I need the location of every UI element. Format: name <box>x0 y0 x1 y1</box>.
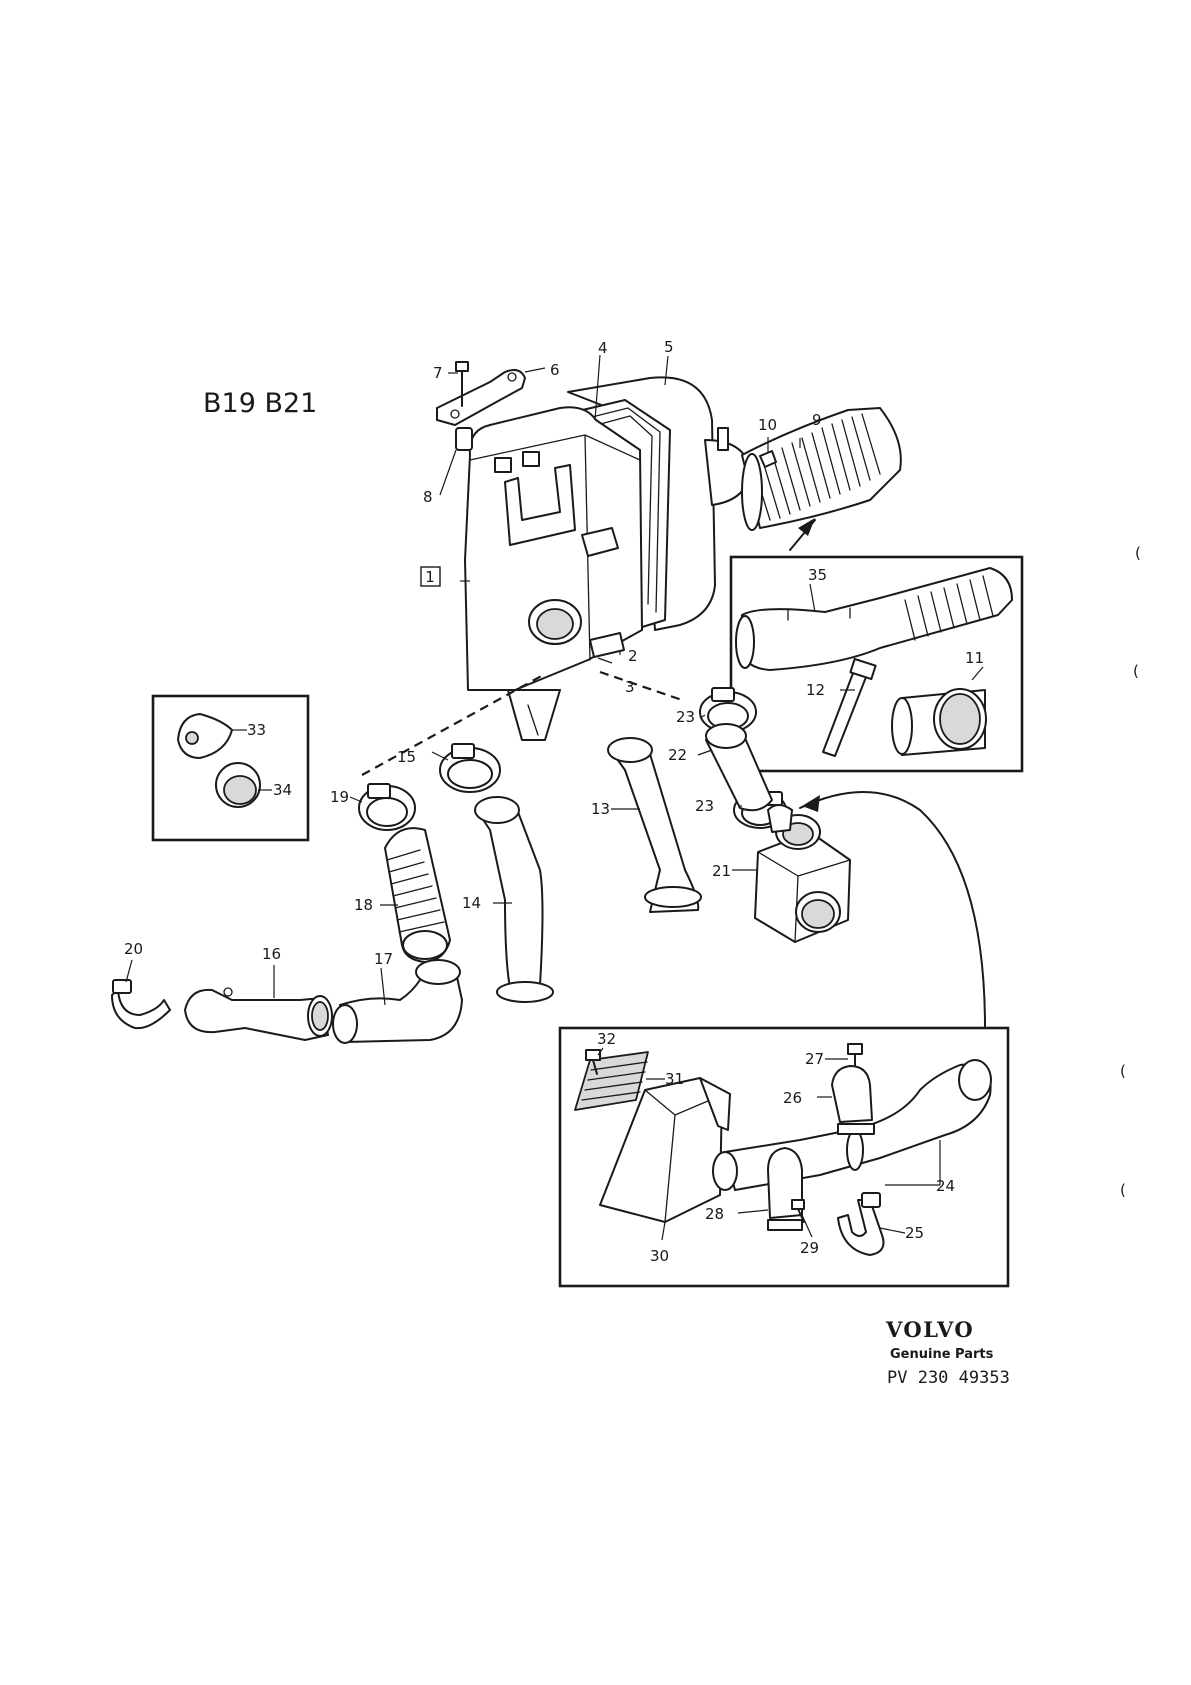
rubber-plug <box>177 713 233 759</box>
margin-mark-2: ( <box>1133 662 1139 680</box>
part-reference: PV 230 49353 <box>887 1368 1010 1388</box>
clamp-20 <box>111 979 171 1030</box>
housing-clip-upper <box>581 527 619 557</box>
callout-14: 14 <box>462 894 481 912</box>
callout-box-1 <box>420 566 441 587</box>
callout-13: 13 <box>591 800 610 818</box>
callout-26: 26 <box>783 1089 802 1107</box>
margin-mark-1: ( <box>1135 544 1141 562</box>
margin-mark-4: ( <box>1120 1181 1126 1199</box>
dashed-connection-left <box>361 673 546 776</box>
mounting-bolt <box>455 361 469 407</box>
elbow-hose-17 <box>332 959 463 1044</box>
callout-23-lower: 23 <box>695 797 714 815</box>
callout-8: 8 <box>423 488 433 506</box>
callout-22: 22 <box>668 746 687 764</box>
screw-27 <box>847 1043 863 1067</box>
callout-11: 11 <box>965 649 984 667</box>
clamp-25 <box>837 1192 885 1256</box>
housing-clip-lower <box>589 632 625 658</box>
callout-7: 7 <box>433 364 443 382</box>
callout-6: 6 <box>550 361 560 379</box>
volvo-logo: VOLVO <box>885 1317 974 1342</box>
callout-28: 28 <box>705 1205 724 1223</box>
spacer-sleeve <box>455 427 473 451</box>
callout-30: 30 <box>650 1247 669 1265</box>
callout-1: 1 <box>425 568 435 586</box>
hose-clamp-19 <box>358 783 416 831</box>
callout-25: 25 <box>905 1224 924 1242</box>
callout-21: 21 <box>712 862 731 880</box>
callout-24: 24 <box>936 1177 955 1195</box>
callout-9: 9 <box>812 411 822 429</box>
housing-stud-2 <box>522 451 540 467</box>
mounting-bracket <box>436 369 526 426</box>
intake-pipe-14 <box>474 796 554 1003</box>
engine-title: B19 B21 <box>203 388 317 419</box>
genuine-parts-label: Genuine Parts <box>890 1347 994 1362</box>
housing-nipple <box>717 427 729 451</box>
hose-22 <box>705 723 773 812</box>
housing-stud <box>494 457 512 473</box>
screw-32 <box>585 1049 601 1075</box>
callout-5: 5 <box>664 338 674 356</box>
screw-29 <box>791 1199 805 1223</box>
cable-tie <box>822 657 877 757</box>
callout-12: 12 <box>806 681 825 699</box>
hose-clamp <box>759 450 777 468</box>
callout-19: 19 <box>330 788 349 806</box>
hose-clamp-15 <box>439 743 501 793</box>
pointer-to-lower-inset <box>799 791 986 1029</box>
callout-31: 31 <box>665 1070 684 1088</box>
corrugated-hose-18 <box>384 827 451 963</box>
callout-18: 18 <box>354 896 373 914</box>
callout-15: 15 <box>397 748 416 766</box>
inset-intake-variant <box>729 555 1024 773</box>
intake-pipe-variant <box>735 567 1013 671</box>
callout-29: 29 <box>800 1239 819 1257</box>
callout-33: 33 <box>247 721 266 739</box>
corrugated-intake-hose <box>741 407 902 531</box>
inset-hot-air-system <box>558 1026 1010 1288</box>
hose-clip-26 <box>831 1065 875 1135</box>
air-cleaner-housing <box>464 376 751 741</box>
heat-shield-plate <box>574 1051 649 1111</box>
callout-35: 35 <box>808 566 827 584</box>
margin-mark-3: ( <box>1120 1062 1126 1080</box>
hose-clamp-23-upper <box>699 687 757 733</box>
callout-2: 2 <box>628 647 638 665</box>
callout-4: 4 <box>598 339 608 357</box>
dashed-connection-right <box>599 670 683 702</box>
callout-10: 10 <box>758 416 777 434</box>
hose-clip-28 <box>767 1147 803 1231</box>
callout-17: 17 <box>374 950 393 968</box>
callout-32: 32 <box>597 1030 616 1048</box>
callout-34: 34 <box>273 781 292 799</box>
callout-20: 20 <box>124 940 143 958</box>
housing-bracket <box>504 464 576 546</box>
heat-shield <box>599 1077 731 1223</box>
callout-16: 16 <box>262 945 281 963</box>
callout-23-upper: 23 <box>676 708 695 726</box>
rubber-sleeve <box>891 688 987 756</box>
grommet <box>215 762 261 808</box>
intake-pipe-13 <box>607 737 702 913</box>
preheater-valve <box>754 804 851 943</box>
callout-3: 3 <box>625 678 635 696</box>
intake-pipe-16 <box>184 987 333 1041</box>
callout-27: 27 <box>805 1050 824 1068</box>
inset-plugs <box>151 694 310 842</box>
leader-lines <box>125 354 984 1241</box>
housing-foot <box>507 689 561 741</box>
